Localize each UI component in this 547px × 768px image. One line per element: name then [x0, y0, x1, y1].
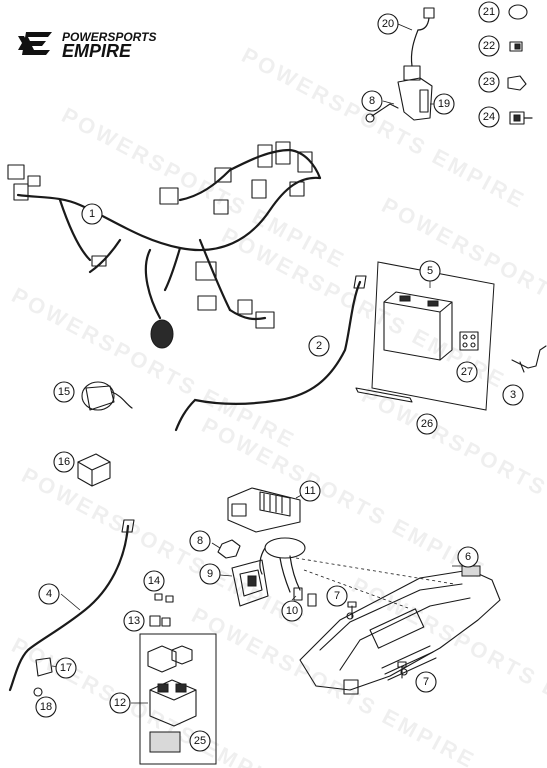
callout-label: 19: [438, 98, 450, 110]
part-cable-terminal: [511, 345, 547, 373]
callout-label: 26: [421, 418, 433, 430]
callout-label: 9: [207, 568, 213, 580]
part-junction-box: [77, 453, 111, 487]
callout-label: 18: [40, 701, 52, 713]
callout-23[interactable]: 23: [478, 71, 500, 93]
callout-2[interactable]: 2: [308, 335, 330, 357]
logo-line-1: POWERSPORTS: [62, 30, 156, 44]
callout-26[interactable]: 26: [416, 413, 438, 435]
callout-14[interactable]: 14: [143, 570, 165, 592]
watermark-text: POWERSPORTS EMPIRE: [238, 42, 531, 213]
part-plug: [509, 111, 533, 125]
logo-line-2: EMPIRE: [62, 41, 132, 61]
callout-27[interactable]: 27: [456, 361, 478, 383]
part-battery-tray: [299, 565, 501, 695]
callout-label: 14: [148, 575, 160, 587]
callout-label: 13: [128, 615, 140, 627]
callout-7-lower[interactable]: 7: [415, 671, 437, 693]
part-sensor-bracket: [365, 7, 435, 123]
callout-18[interactable]: 18: [35, 696, 57, 718]
part-nut: [217, 539, 241, 559]
callout-label: 8: [369, 95, 375, 107]
callout-label: 2: [316, 340, 322, 352]
callout-8-middle[interactable]: 8: [189, 530, 211, 552]
callout-label: 24: [483, 111, 495, 123]
callout-label: 8: [197, 535, 203, 547]
callout-25[interactable]: 25: [189, 730, 211, 752]
callout-label: 10: [286, 605, 298, 617]
callout-label: 7: [334, 590, 340, 602]
callout-label: 22: [483, 40, 495, 52]
callout-21[interactable]: 21: [478, 1, 500, 23]
callout-label: 17: [60, 662, 72, 674]
callout-label: 16: [58, 456, 70, 468]
part-fuse-box-group: [139, 633, 217, 765]
callout-label: 20: [382, 18, 394, 30]
brand-logo: POWERSPORTS EMPIRE: [18, 30, 156, 61]
callout-label: 11: [304, 485, 315, 497]
callout-15[interactable]: 15: [53, 381, 75, 403]
callout-9[interactable]: 9: [199, 563, 221, 585]
callouts: 1 2 3 4 5 6 7 7 8 8 9 10 11 12 13 14 15 …: [35, 1, 524, 752]
callout-20[interactable]: 20: [377, 13, 399, 35]
callout-6[interactable]: 6: [457, 546, 479, 568]
callout-label: 4: [46, 588, 52, 600]
callout-10[interactable]: 10: [281, 600, 303, 622]
part-main-wiring-harness: [7, 141, 322, 349]
callout-7-upper[interactable]: 7: [326, 585, 348, 607]
part-bolts: [347, 601, 407, 679]
part-battery-group: [371, 261, 495, 411]
callout-label: 3: [510, 389, 516, 401]
connection-lines: [295, 557, 455, 609]
callout-12[interactable]: 12: [109, 692, 131, 714]
part-connectors: [293, 587, 317, 607]
part-cap: [35, 657, 53, 677]
callout-4[interactable]: 4: [38, 583, 60, 605]
watermark-text: POWERSPORTS EMPIRE: [18, 462, 311, 633]
callout-17[interactable]: 17: [55, 657, 77, 679]
callout-5[interactable]: 5: [419, 260, 441, 282]
callout-label: 5: [427, 265, 433, 277]
callout-22[interactable]: 22: [478, 35, 500, 57]
callout-label: 23: [483, 76, 495, 88]
callout-label: 25: [194, 735, 206, 747]
part-ring: [508, 4, 528, 20]
part-starter-relay: [231, 559, 269, 607]
callout-label: 15: [58, 386, 70, 398]
part-clip: [507, 75, 527, 91]
part-ground-cable: [8, 519, 135, 692]
callout-16[interactable]: 16: [53, 451, 75, 473]
part-voltage-regulator: [227, 487, 301, 533]
callout-label: 1: [89, 208, 95, 220]
part-cable-loop: [259, 537, 306, 593]
callout-label: 27: [461, 366, 473, 378]
callout-8-top[interactable]: 8: [361, 90, 383, 112]
part-small-connector: [509, 41, 523, 52]
callout-1[interactable]: 1: [81, 203, 103, 225]
brand-mark-icon: [18, 32, 52, 55]
part-strap: [355, 387, 413, 403]
part-horn-relay: [81, 381, 133, 411]
part-small-fasteners: [154, 593, 174, 603]
callout-3[interactable]: 3: [502, 384, 524, 406]
callout-label: 21: [483, 6, 495, 18]
callout-label: 6: [465, 551, 471, 563]
callout-13[interactable]: 13: [123, 610, 145, 632]
callout-19[interactable]: 19: [433, 93, 455, 115]
part-small-nut: [33, 687, 43, 697]
callout-24[interactable]: 24: [478, 106, 500, 128]
part-battery-cable: [174, 275, 367, 432]
part-fuse: [149, 615, 171, 627]
callout-label: 12: [114, 697, 126, 709]
callout-11[interactable]: 11: [299, 480, 321, 502]
callout-label: 7: [423, 676, 429, 688]
